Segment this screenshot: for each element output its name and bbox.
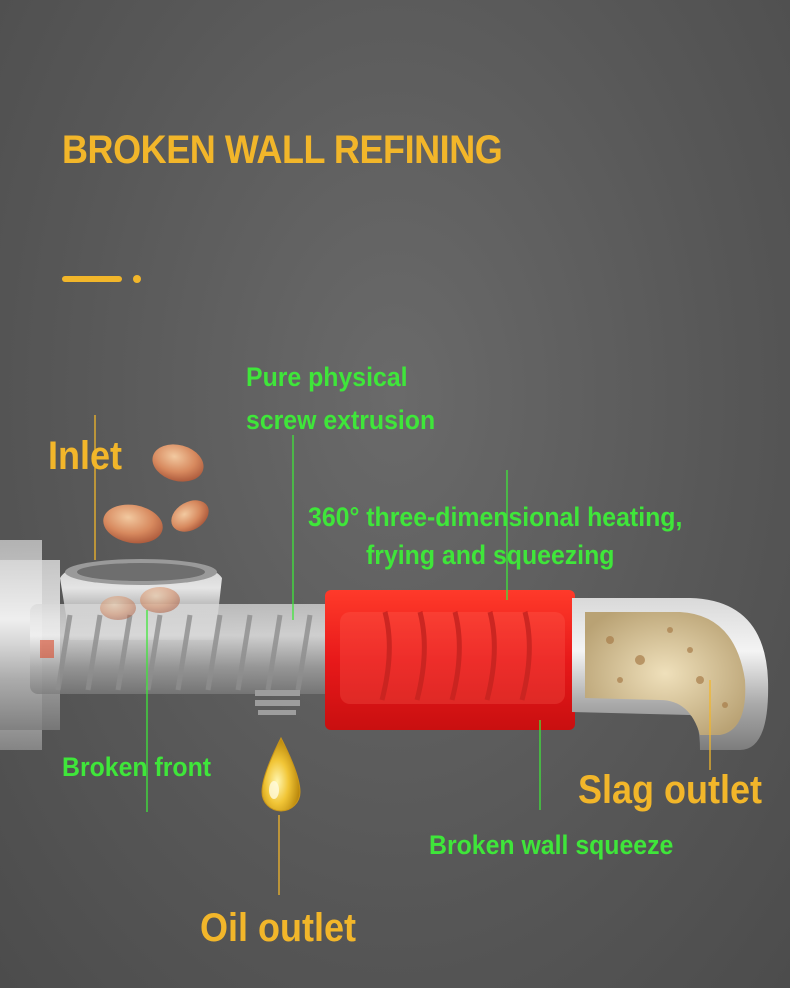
peanut-icon xyxy=(140,587,180,613)
peanut-icon xyxy=(103,504,163,544)
label-pure-physical-line2: screw extrusion xyxy=(246,405,436,435)
label-broken-front: Broken front xyxy=(62,752,212,782)
page-title: BROKEN WALL REFINING xyxy=(62,128,503,172)
label-oil-outlet: Oil outlet xyxy=(200,906,356,950)
leader-lines-gold xyxy=(94,415,711,895)
peanut-icon xyxy=(100,596,136,620)
peanut-icon xyxy=(152,444,204,482)
heater-sleeve xyxy=(325,590,575,730)
slag-outlet-elbow xyxy=(572,598,769,750)
label-pure-physical-line1: Pure physical xyxy=(246,362,408,392)
label-broken-wall-squeeze: Broken wall squeeze xyxy=(429,830,674,860)
peanut-icons xyxy=(100,444,209,620)
title-accent-bar xyxy=(62,276,122,282)
title-accent-dot xyxy=(133,275,141,283)
leader-lines-green xyxy=(146,435,541,812)
label-heating-line2: frying and squeezing xyxy=(366,540,615,570)
label-inlet: Inlet xyxy=(48,434,123,478)
screw-barrel xyxy=(30,604,340,715)
label-heating-line1: 360° three-dimensional heating, xyxy=(308,502,683,532)
oil-drop-icon xyxy=(261,736,301,812)
peanut-icon xyxy=(171,500,209,532)
label-slag-outlet: Slag outlet xyxy=(578,768,763,812)
